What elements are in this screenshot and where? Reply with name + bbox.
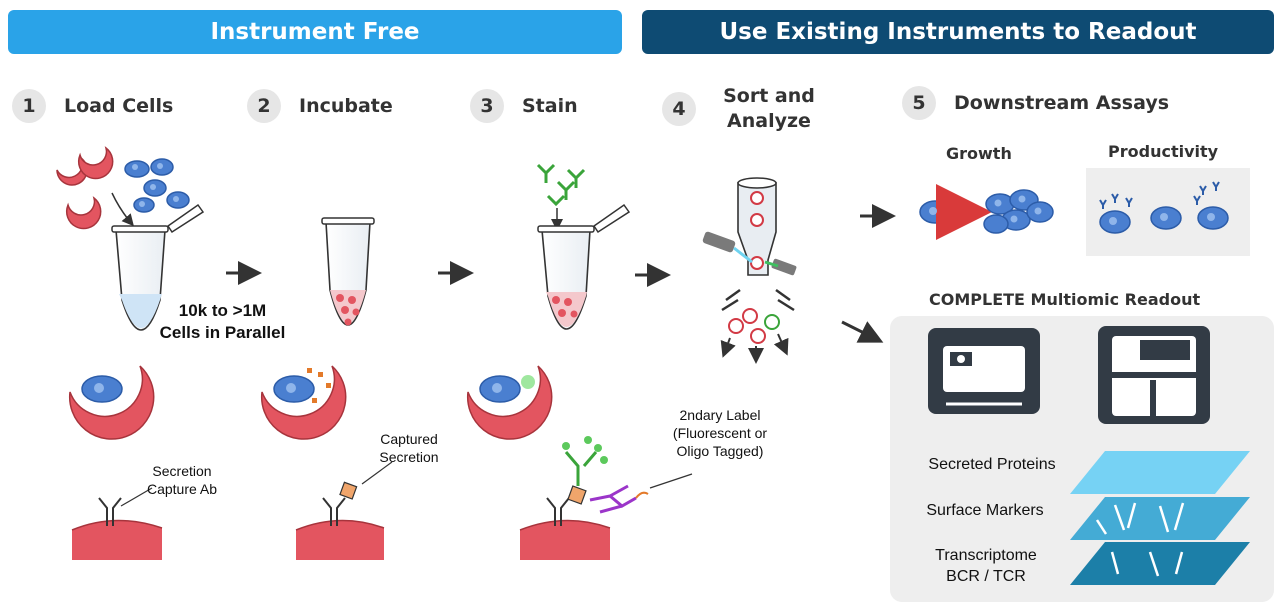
label-line: Oligo Tagged) xyxy=(676,443,764,459)
multiomic-heading: COMPLETE Multiomic Readout xyxy=(929,290,1201,309)
label-line: Secretion xyxy=(379,449,439,465)
captured-secretion xyxy=(567,485,587,505)
tube-lid xyxy=(166,203,205,234)
arrow-to-multiomic xyxy=(841,320,884,343)
stain-illustration xyxy=(536,163,631,330)
step-5: 5 Downstream Assays xyxy=(902,86,1169,120)
particle xyxy=(65,196,102,230)
productivity-heading: Productivity xyxy=(1108,142,1219,161)
instrument-free-banner: Instrument Free xyxy=(8,10,622,54)
cells-count-text: 10k to >1M Cells in Parallel xyxy=(150,300,295,344)
label-line: Transcriptome xyxy=(935,547,1037,564)
captured-secretion-label: Captured Secretion xyxy=(364,430,454,466)
layer-label-surface: Surface Markers xyxy=(926,502,1044,519)
step-1: 1 Load Cells xyxy=(12,89,173,123)
step-number: 1 xyxy=(12,89,46,123)
step-label: Load Cells xyxy=(64,94,174,117)
cells-count-line1: 10k to >1M xyxy=(178,301,267,320)
productivity-illustration xyxy=(1099,181,1229,234)
multiomic-layers xyxy=(1070,451,1250,585)
surface-layer xyxy=(1070,497,1250,540)
growth-illustration xyxy=(919,184,1054,240)
flow-cell xyxy=(737,182,777,276)
antibody xyxy=(566,168,586,188)
label-line: BCR / TCR xyxy=(946,568,1026,585)
instrument-icons xyxy=(928,326,1210,424)
capture-detail-2 xyxy=(260,365,393,560)
captured-secretion xyxy=(339,481,358,500)
antibody xyxy=(546,194,566,207)
existing-instruments-banner: Use Existing Instruments to Readout xyxy=(642,10,1274,54)
step-label: Stain xyxy=(522,94,578,117)
incubate-illustration xyxy=(321,217,375,326)
cells-count-line2: Cells in Parallel xyxy=(159,323,286,342)
label-line: Secretion xyxy=(152,463,212,479)
step-label: Downstream Assays xyxy=(954,91,1170,114)
particle xyxy=(77,146,114,180)
label-line: (Fluorescent or xyxy=(672,425,768,441)
step-number: 4 xyxy=(662,92,696,126)
step-number: 5 xyxy=(902,86,936,120)
secretion-capture-label: Secretion Capture Ab xyxy=(132,462,232,498)
transcriptome-layer xyxy=(1070,542,1250,585)
growth-heading: Growth xyxy=(946,144,1012,163)
layer-label-transcriptome: Transcriptome BCR / TCR xyxy=(916,545,1056,587)
stain-antibody xyxy=(564,451,598,486)
label-line: Capture Ab xyxy=(146,481,218,497)
step-number: 3 xyxy=(470,89,504,123)
tube-lid xyxy=(592,203,631,234)
capture-antibody xyxy=(546,497,570,526)
capture-detail-1 xyxy=(68,365,163,560)
capture-antibody xyxy=(322,497,346,526)
laser xyxy=(702,231,736,253)
capture-detail-3 xyxy=(466,365,693,560)
step-label: Sort and Analyze xyxy=(723,85,815,132)
step-number: 2 xyxy=(247,89,281,123)
secreted-layer xyxy=(1070,451,1250,494)
step-2: 2 Incubate xyxy=(247,89,393,123)
antibody xyxy=(536,163,556,183)
capture-antibody xyxy=(98,497,122,526)
label-line: Captured xyxy=(380,431,438,447)
secondary-label-text: 2ndary Label (Fluorescent or Oligo Tagge… xyxy=(660,406,780,460)
label-line: 2ndary Label xyxy=(679,407,761,423)
sorter-illustration xyxy=(702,177,797,364)
step-label: Incubate xyxy=(299,94,393,117)
layer-label-secreted: Secreted Proteins xyxy=(928,456,1056,473)
step-arrows xyxy=(226,204,896,343)
antibody xyxy=(556,180,576,200)
detector xyxy=(771,258,797,276)
step-4: 4 Sort and Analyze xyxy=(662,84,824,134)
load-cells-illustration xyxy=(56,146,205,331)
step-3: 3 Stain xyxy=(470,89,578,123)
secondary-label xyxy=(589,484,637,508)
